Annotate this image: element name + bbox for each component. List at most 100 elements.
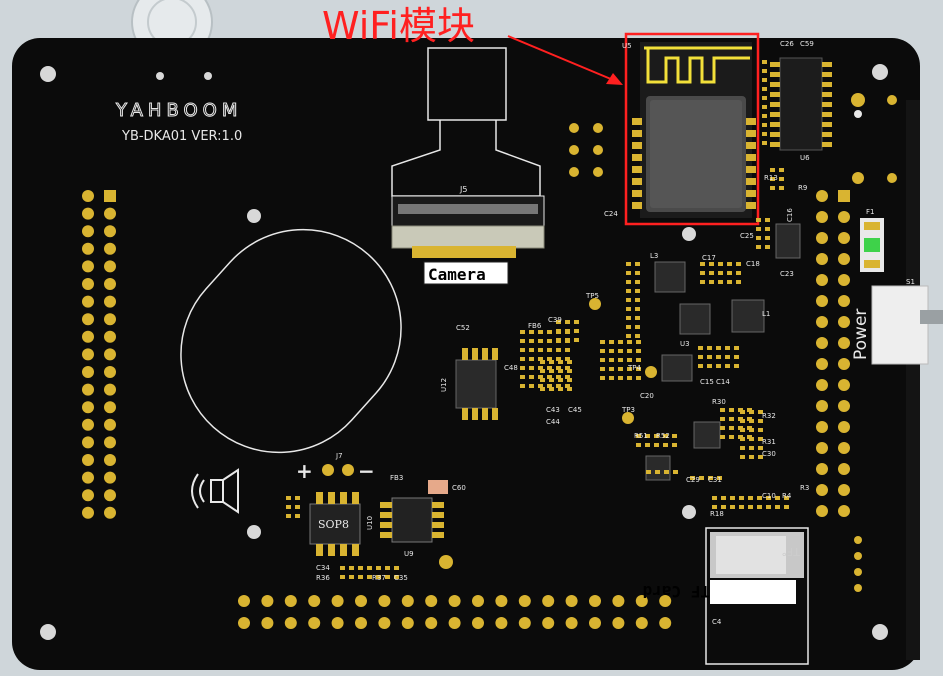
- header-pin: [612, 617, 625, 629]
- c25-label: C25: [740, 232, 754, 240]
- smd-pad: [618, 376, 623, 380]
- smd-pad: [609, 349, 614, 353]
- mounting-holes: [40, 64, 888, 640]
- smd-pad: [626, 334, 631, 338]
- chip-pin: [770, 102, 780, 107]
- chip-pin: [316, 544, 323, 556]
- smd-pad: [529, 384, 534, 388]
- header-pin: [659, 617, 672, 629]
- header-pin: [401, 617, 414, 629]
- smd-pad: [627, 358, 632, 362]
- bottom-header-pins: [238, 595, 672, 629]
- smd-pad: [547, 384, 552, 388]
- header-pin: [542, 595, 555, 607]
- header-pin: [284, 617, 297, 629]
- smd-pad: [707, 355, 712, 359]
- smd-pad: [756, 227, 761, 231]
- c14-label: C14: [716, 378, 730, 386]
- smd-pad: [727, 262, 732, 266]
- smd-pad: [672, 434, 677, 438]
- header-pin: [104, 471, 116, 484]
- header-pin: [104, 260, 116, 273]
- smd-pad: [529, 357, 534, 361]
- r51-label: R51: [634, 432, 648, 440]
- smd-pad: [540, 360, 545, 364]
- board-right-edge: [906, 100, 920, 660]
- chip-pin: [482, 408, 488, 420]
- chip-pin: [822, 142, 832, 147]
- smd-pad: [758, 410, 763, 414]
- u6-label: U6: [800, 154, 810, 162]
- smd-pad: [538, 339, 543, 343]
- smd-pad: [716, 355, 721, 359]
- chip-pin: [462, 348, 468, 360]
- header-pin: [612, 595, 625, 607]
- smd-pad: [762, 60, 767, 64]
- smd-pad: [716, 346, 721, 350]
- c52-label: C52: [456, 324, 470, 332]
- chip-pin: [340, 544, 347, 556]
- header-pin: [838, 211, 850, 223]
- header-pin: [838, 253, 850, 265]
- smd-pad: [727, 280, 732, 284]
- header-pin: [816, 421, 828, 433]
- header-pin: [104, 348, 116, 361]
- header-pin: [261, 617, 274, 629]
- smd-pad: [770, 186, 775, 190]
- smd-pad: [734, 364, 739, 368]
- smd-pad: [712, 505, 717, 509]
- smd-pad: [636, 443, 641, 447]
- header-pin: [308, 595, 321, 607]
- smd-pad: [565, 338, 570, 342]
- header-pin: [82, 295, 94, 308]
- wifi-pad: [632, 202, 642, 209]
- smd-pad: [740, 437, 745, 441]
- header-pin: [104, 383, 116, 396]
- wifi-pad: [632, 118, 642, 125]
- smd-pad: [556, 366, 561, 370]
- smd-pad: [627, 340, 632, 344]
- chip-pin: [380, 512, 392, 518]
- header-pin: [284, 595, 297, 607]
- chip-pin: [316, 492, 323, 504]
- c44-label: C44: [546, 418, 560, 426]
- smd-pad: [740, 410, 745, 414]
- header-pin: [104, 225, 116, 238]
- smd-pad: [654, 443, 659, 447]
- smd-pad: [556, 320, 561, 324]
- smd-pad: [700, 262, 705, 266]
- smd-pad: [672, 443, 677, 447]
- c18-label: C18: [746, 260, 760, 268]
- smd-pad: [529, 339, 534, 343]
- c20-label: C20: [640, 392, 654, 400]
- header-pin: [565, 595, 578, 607]
- smd-pad: [757, 496, 762, 500]
- smd-pad: [565, 329, 570, 333]
- smd-pad: [520, 366, 525, 370]
- chip-pin: [432, 502, 444, 508]
- smd-pad: [574, 329, 579, 333]
- header-pin: [838, 379, 850, 391]
- f1-label: F1: [866, 208, 874, 216]
- header-pin: [104, 401, 116, 414]
- smd-pad: [529, 366, 534, 370]
- smd-pad: [567, 387, 572, 391]
- r32-label: R32: [762, 412, 776, 420]
- smd-pad: [635, 298, 640, 302]
- smd-pad: [529, 375, 534, 379]
- smd-pad: [538, 384, 543, 388]
- u10-label: U10: [366, 516, 374, 530]
- header-pin: [82, 278, 94, 290]
- smd-pad: [635, 325, 640, 329]
- tf-card-tag-bg: [710, 580, 796, 604]
- smd-pad: [529, 330, 534, 334]
- chip-pin: [822, 122, 832, 127]
- header-pin: [635, 595, 648, 607]
- fb6-label: FB6: [528, 322, 542, 330]
- header-pin: [82, 207, 94, 220]
- smd-pad: [730, 505, 735, 509]
- header-pin: [589, 595, 601, 607]
- smd-pad: [663, 443, 668, 447]
- smd-pad: [549, 387, 554, 391]
- smd-pad: [690, 476, 695, 480]
